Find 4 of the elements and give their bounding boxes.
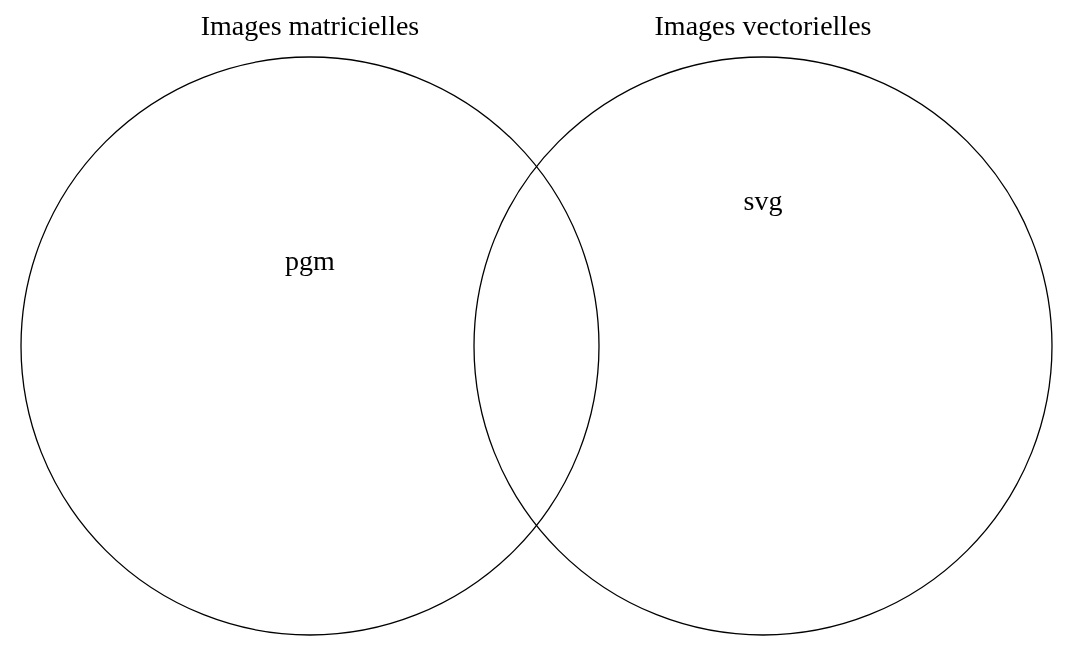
set-member: pgm (285, 245, 335, 277)
set-title: Images matricielles (200, 10, 420, 42)
set-title: Images vectorielles (654, 10, 872, 42)
set-member: svg (743, 185, 783, 217)
